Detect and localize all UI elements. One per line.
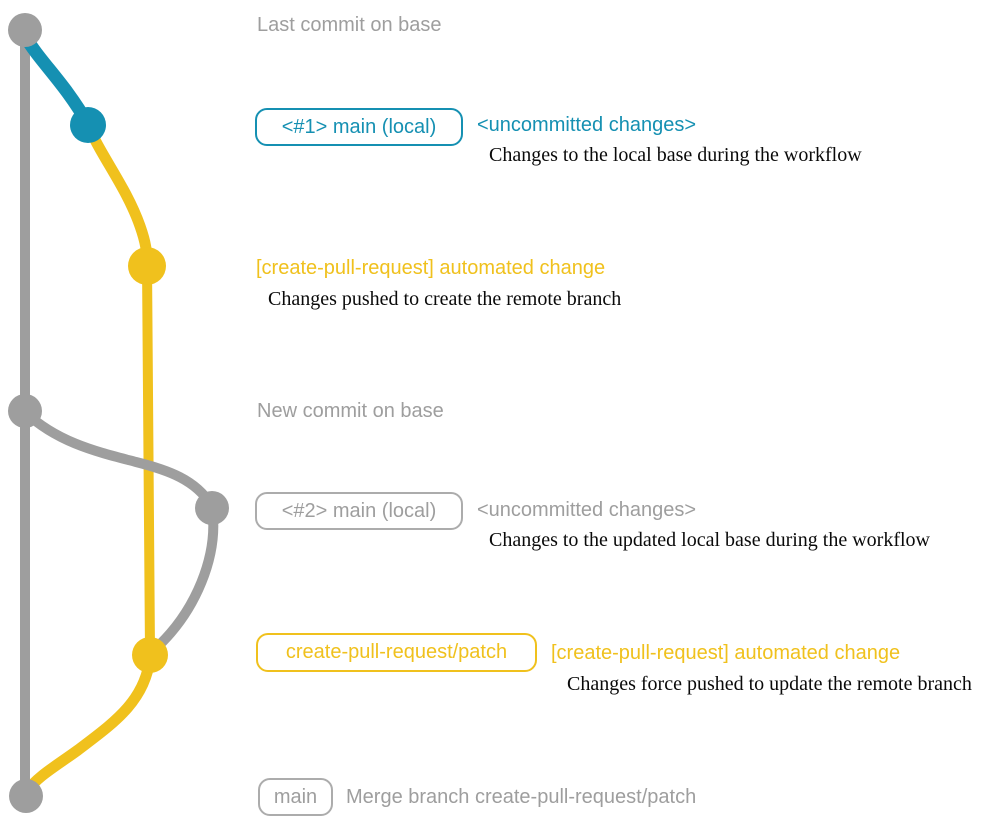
main-badge: main [258, 778, 333, 816]
patch-2-desc: Changes force pushed to update the remot… [567, 673, 972, 695]
commit-dot-remote-patch-2 [132, 637, 168, 673]
commit-dot-remote-patch-1 [128, 247, 166, 285]
local-main-2-desc: Changes to the updated local base during… [489, 529, 930, 551]
commit-dot-merge [9, 779, 43, 813]
patch-branch-line [142, 259, 155, 657]
patch-2-title: [create-pull-request] automated change [551, 642, 901, 664]
commit-dot-local-main-2 [195, 491, 229, 525]
local-main-1-badge: <#1> main (local) [255, 108, 463, 146]
patch-1-title: [create-pull-request] automated change [256, 257, 606, 279]
patch-branch-badge: create-pull-request/patch [256, 633, 537, 672]
local-main-1-desc: Changes to the local base during the wor… [489, 144, 862, 166]
merge-commit-title: Merge branch create-pull-request/patch [346, 786, 697, 808]
local-main-1-to-patch-curve [82, 118, 153, 270]
local-main-1-title: <uncommitted changes> [477, 114, 697, 136]
local-main-2-title: <uncommitted changes> [477, 499, 697, 521]
commit-dot-new-base [8, 394, 42, 428]
base-to-local-main-2-curve [20, 407, 216, 510]
patch-1-desc: Changes pushed to create the remote bran… [268, 288, 622, 310]
last-commit-label: Last commit on base [257, 14, 442, 36]
commit-dot-last-base [8, 13, 42, 47]
local-main-2-badge: <#2> main (local) [255, 492, 463, 530]
local-main-2-to-patch-curve [149, 503, 219, 655]
commit-dot-local-main-1 [70, 107, 106, 143]
new-commit-label: New commit on base [257, 400, 444, 422]
patch-merge-curve [21, 652, 156, 797]
